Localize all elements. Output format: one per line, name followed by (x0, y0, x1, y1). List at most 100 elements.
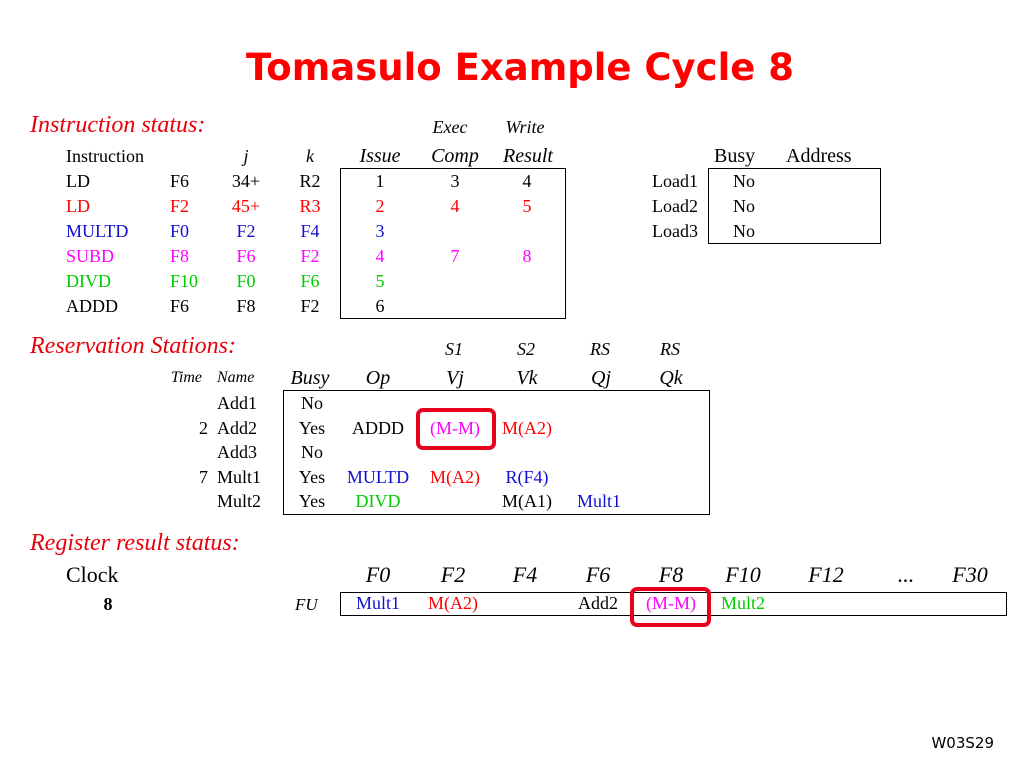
load-buffer-busy: No (733, 196, 755, 216)
rs-vk: R(F4) (505, 466, 549, 487)
register-fu-value: (M-M) (646, 593, 696, 613)
register-name: F12 (808, 562, 844, 587)
load-buffer-busy: No (733, 171, 755, 191)
instruction-result: 5 (522, 196, 532, 216)
rs-op: ADDD (352, 417, 404, 438)
register-fu-value: Mult1 (355, 593, 400, 613)
instruction-op: ADDD (66, 296, 118, 316)
instruction-result: 4 (522, 171, 532, 191)
f8-highlight-ring (630, 587, 711, 627)
load-busy-header: Busy (714, 145, 756, 167)
instruction-j: 34+ (231, 171, 261, 191)
instruction-column-header: Instruction (66, 146, 144, 166)
reservation-stations-heading: Reservation Stations: (30, 333, 236, 359)
rs-busy: No (301, 442, 323, 463)
instruction-comp: 4 (450, 196, 460, 216)
reservation-stations-box (283, 390, 710, 515)
rs-op: DIVD (355, 491, 401, 512)
slide-title: Tomasulo Example Cycle 8 (245, 46, 795, 89)
instruction-k: F2 (300, 296, 320, 316)
load-buffer-box (708, 168, 881, 244)
rs-qj-group-header: RS (590, 339, 610, 359)
load-buffer-name: Load1 (652, 171, 698, 191)
instruction-dest: F6 (170, 296, 190, 316)
exec-group-header: Exec (432, 117, 468, 137)
rs-time: 7 (199, 466, 208, 487)
j-column-header: j (243, 146, 249, 166)
op-column-header: Op (365, 367, 391, 389)
register-name: F8 (658, 562, 684, 587)
instruction-dest: F0 (170, 221, 190, 241)
rs-qk-group-header: RS (660, 339, 680, 359)
instruction-op: LD (66, 196, 90, 216)
register-name: F2 (440, 562, 466, 587)
register-name: F10 (725, 562, 761, 587)
register-fu-box (340, 592, 1007, 616)
instruction-issue: 2 (375, 196, 385, 216)
instruction-issue: 5 (375, 271, 385, 291)
instruction-op: DIVD (66, 271, 111, 291)
vj-highlight-ring (416, 408, 496, 450)
instruction-comp: 7 (450, 246, 460, 266)
register-name: F6 (585, 562, 611, 587)
rs-name: Mult1 (217, 466, 262, 487)
instruction-op: SUBD (66, 246, 115, 266)
rs-name: Add1 (217, 393, 257, 413)
rs-busy: Yes (298, 417, 326, 438)
vk-column-header: Vk (516, 367, 538, 389)
rs-name: Mult2 (217, 491, 262, 512)
instruction-timing-box (340, 168, 566, 319)
result-column-header: Result (503, 145, 553, 167)
instruction-dest: F6 (170, 171, 190, 191)
instruction-issue: 3 (375, 221, 385, 241)
instruction-comp: 3 (450, 171, 460, 191)
rs-busy: Yes (298, 466, 326, 487)
load-address-header: Address (786, 145, 852, 167)
instruction-k: R3 (299, 196, 321, 216)
rs-op: MULTD (346, 466, 410, 487)
rs-busy: Yes (298, 491, 326, 512)
k-column-header: k (306, 146, 314, 166)
fu-label: FU (295, 595, 318, 614)
s2-group-header: S2 (517, 339, 535, 359)
rs-name: Add2 (217, 417, 257, 438)
instruction-result: 8 (522, 246, 532, 266)
clock-label: Clock (66, 562, 119, 587)
instruction-j: F0 (236, 271, 256, 291)
write-group-header: Write (505, 117, 545, 137)
vj-column-header: Vj (446, 367, 464, 389)
instruction-k: F4 (300, 221, 320, 241)
rs-busy: No (301, 393, 323, 413)
rs-vj: (M-M) (430, 417, 480, 438)
instruction-issue: 6 (375, 296, 385, 316)
clock-value: 8 (103, 594, 113, 614)
s1-group-header: S1 (445, 339, 463, 359)
instruction-op: LD (66, 171, 90, 191)
time-column-header: Time (170, 369, 202, 386)
register-fu-value: Mult2 (720, 593, 765, 613)
register-name: F4 (512, 562, 538, 587)
load-buffer-name: Load2 (652, 196, 698, 216)
register-fu-value: Add2 (578, 593, 618, 613)
instruction-j: F8 (236, 296, 256, 316)
instruction-status-heading: Instruction status: (30, 112, 206, 138)
register-fu-value: M(A2) (428, 593, 478, 613)
qk-column-header: Qk (659, 367, 683, 389)
instruction-k: F6 (300, 271, 320, 291)
load-buffer-busy: No (733, 221, 755, 241)
instruction-dest: F8 (170, 246, 190, 266)
instruction-dest: F2 (170, 196, 190, 216)
rs-vj: M(A2) (430, 466, 480, 487)
rs-vk: M(A1) (502, 491, 552, 512)
instruction-issue: 4 (375, 246, 385, 266)
rs-busy-column-header: Busy (290, 367, 330, 389)
register-name: ... (897, 562, 915, 587)
comp-column-header: Comp (431, 145, 479, 167)
register-name: F30 (952, 562, 988, 587)
rs-name: Add3 (217, 442, 257, 463)
instruction-j: 45+ (231, 196, 261, 216)
register-result-status-heading: Register result status: (30, 530, 240, 556)
rs-time: 2 (199, 417, 208, 438)
register-name: F0 (365, 562, 391, 587)
instruction-k: F2 (300, 246, 320, 266)
